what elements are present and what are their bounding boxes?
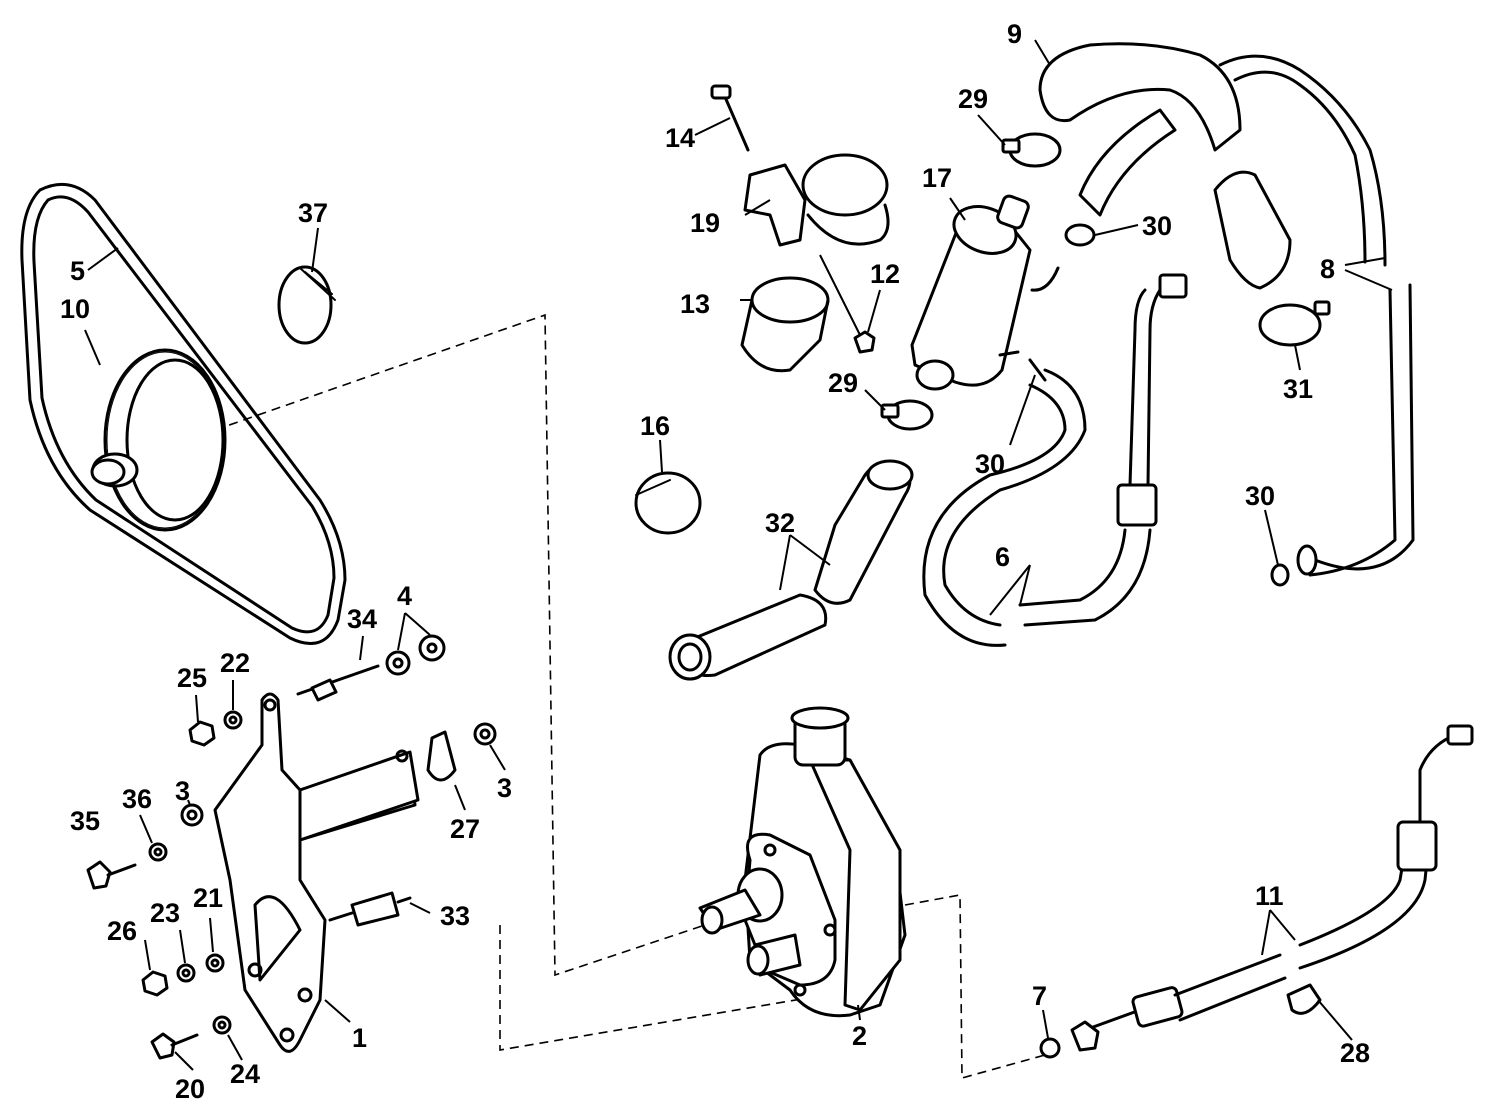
hose-32 xyxy=(668,459,914,681)
label-30: 30 xyxy=(975,449,1005,479)
assembly-lines xyxy=(214,313,1046,1080)
leader-lines xyxy=(84,39,1393,1071)
label-19: 19 xyxy=(690,208,720,238)
label-13: 13 xyxy=(680,289,710,319)
label-10: 10 xyxy=(60,294,90,324)
label-17: 17 xyxy=(922,163,952,193)
label-30: 30 xyxy=(1142,211,1172,241)
label-29: 29 xyxy=(958,84,988,114)
label-24: 24 xyxy=(230,1059,260,1089)
pipe-11 xyxy=(1070,724,1474,1052)
hose-9 xyxy=(1038,42,1242,217)
filter-sleeve-13 xyxy=(740,276,830,373)
mounting-strap-19 xyxy=(710,84,890,247)
label-37: 37 xyxy=(298,198,328,228)
label-5: 5 xyxy=(70,256,85,286)
label-20: 20 xyxy=(175,1074,205,1104)
power-steering-pump xyxy=(698,706,907,1018)
hose-8 xyxy=(1213,54,1415,577)
hardware-small-parts xyxy=(86,634,497,1060)
label-30: 30 xyxy=(1245,481,1275,511)
label-35: 35 xyxy=(70,806,100,836)
mounting-bracket xyxy=(213,692,420,1053)
hose-clamp-37 xyxy=(277,265,336,345)
label-16: 16 xyxy=(640,411,670,441)
label-3: 3 xyxy=(497,773,512,803)
label-1: 1 xyxy=(352,1023,367,1053)
label-12: 12 xyxy=(870,259,900,289)
callout-labels: 1 2 3 3 4 5 6 7 8 9 10 11 12 13 14 16 17… xyxy=(60,19,1370,1104)
pipe-and-hose-6 xyxy=(922,273,1188,647)
label-3: 3 xyxy=(175,776,190,806)
nut-12 xyxy=(819,254,876,354)
label-26: 26 xyxy=(107,916,137,946)
label-36: 36 xyxy=(122,784,152,814)
label-2: 2 xyxy=(852,1021,867,1051)
label-32: 32 xyxy=(765,508,795,538)
label-25: 25 xyxy=(177,663,207,693)
label-7: 7 xyxy=(1032,981,1047,1011)
label-27: 27 xyxy=(450,814,480,844)
label-34: 34 xyxy=(347,604,377,634)
label-33: 33 xyxy=(440,901,470,931)
pulley xyxy=(90,348,227,532)
label-23: 23 xyxy=(150,898,180,928)
label-21: 21 xyxy=(193,883,223,913)
label-8: 8 xyxy=(1320,254,1335,284)
label-29: 29 xyxy=(828,368,858,398)
label-4: 4 xyxy=(397,581,412,611)
label-6: 6 xyxy=(995,542,1010,572)
drive-belt xyxy=(20,182,347,646)
label-22: 22 xyxy=(220,648,250,678)
label-14: 14 xyxy=(665,123,695,153)
label-11: 11 xyxy=(1255,881,1284,911)
clamps xyxy=(634,132,1331,1059)
filter-canister xyxy=(910,194,1060,391)
label-9: 9 xyxy=(1007,19,1022,49)
label-31: 31 xyxy=(1283,374,1313,404)
label-28: 28 xyxy=(1340,1038,1370,1068)
